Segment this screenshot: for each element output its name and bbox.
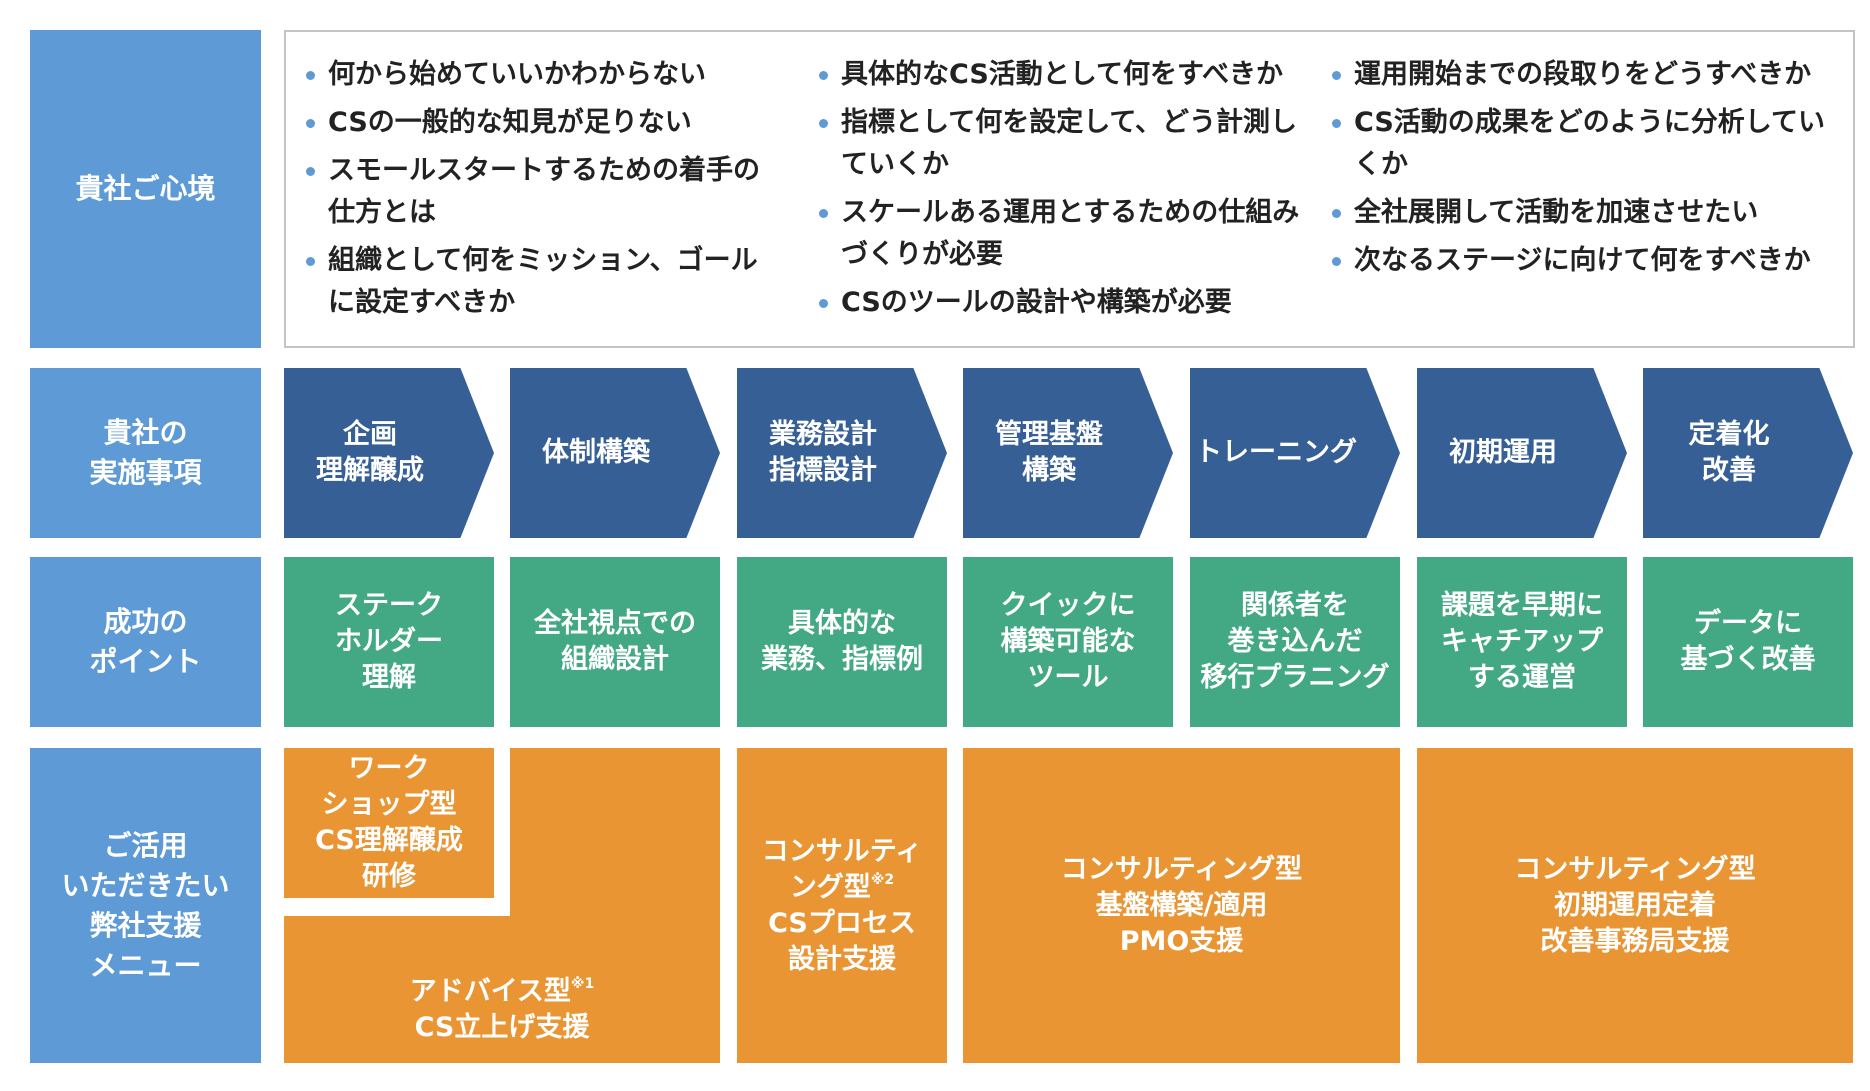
menu-advice-top-block: [510, 748, 720, 916]
concerns-column-1: 何から始めていいかわからない CSの一般的な知見が足りない スモールスタートする…: [306, 54, 776, 330]
concern-item: 具体的なCS活動として何をすべきか: [819, 54, 1309, 96]
step-arrow-improvement: 定着化 改善: [1643, 368, 1853, 538]
menu-consulting-operation: コンサルティング型 初期運用定着 改善事務局支援: [1417, 748, 1853, 1063]
concern-item: CSのツールの設計や構築が必要: [819, 282, 1309, 324]
bullet-icon: [819, 71, 828, 80]
concern-item: 次なるステージに向けて何をすべきか: [1332, 240, 1832, 282]
success-point-migration: 関係者を 巻き込んだ 移行プラニング: [1190, 557, 1400, 727]
concern-text: 次なるステージに向けて何をすべきか: [1354, 245, 1811, 276]
bullet-icon: [306, 167, 315, 176]
bullet-icon: [1332, 209, 1341, 218]
concern-text: 運用開始までの段取りをどうすべきか: [1354, 59, 1812, 90]
concern-item: スモールスタートするための着手の仕方とは: [306, 150, 776, 234]
row-label-concerns: 貴社ご心境: [30, 30, 261, 348]
concerns-column-3: 運用開始までの段取りをどうすべきか CS活動の成果をどのように分析していくか 全…: [1332, 54, 1832, 288]
concern-item: 全社展開して活動を加速させたい: [1332, 192, 1832, 234]
success-point-examples: 具体的な 業務、指標例: [737, 557, 947, 727]
success-point-stakeholder: ステーク ホルダー 理解: [284, 557, 494, 727]
concern-item: 組織として何をミッション、ゴールに設定すべきか: [306, 240, 776, 324]
bullet-icon: [819, 209, 828, 218]
bullet-icon: [1332, 257, 1341, 266]
concern-item: スケールある運用とするための仕組みづくりが必要: [819, 192, 1309, 276]
step-arrow-initial-operation: 初期運用: [1417, 368, 1627, 538]
concern-text: 全社展開して活動を加速させたい: [1354, 197, 1759, 228]
menu-workshop: ワーク ショップ型 CS理解醸成 研修: [284, 748, 494, 898]
bullet-icon: [306, 119, 315, 128]
bullet-icon: [819, 299, 828, 308]
concerns-box: 何から始めていいかわからない CSの一般的な知見が足りない スモールスタートする…: [284, 30, 1855, 348]
concern-text: 指標として何を設定して、どう計測していくか: [841, 107, 1298, 180]
step-arrow-organization: 体制構築: [510, 368, 720, 538]
concern-item: CS活動の成果をどのように分析していくか: [1332, 102, 1832, 186]
row-label-menu: ご活用 いただきたい 弊社支援 メニュー: [30, 748, 261, 1063]
footnote-1: ※1: [570, 975, 595, 992]
concern-text: 組織として何をミッション、ゴールに設定すべきか: [328, 245, 758, 318]
menu-advice: アドバイス型※1 CS立上げ支援: [284, 916, 720, 1063]
concern-item: 何から始めていいかわからない: [306, 54, 776, 96]
menu-consulting-process: コンサルティ ング型※2 CSプロセス 設計支援: [737, 748, 947, 1063]
bullet-icon: [306, 257, 315, 266]
menu-consulting-process-title: コンサルティ ング型※2: [761, 835, 923, 903]
step-arrow-platform: 管理基盤 構築: [963, 368, 1173, 538]
success-point-catchup: 課題を早期に キャチアップ する運営: [1417, 557, 1627, 727]
concerns-column-2: 具体的なCS活動として何をすべきか 指標として何を設定して、どう計測していくか …: [819, 54, 1309, 330]
concern-text: CS活動の成果をどのように分析していくか: [1354, 107, 1825, 180]
row-label-activities: 貴社の 実施事項: [30, 368, 261, 538]
step-arrow-training: トレーニング: [1190, 368, 1400, 538]
concern-text: スモールスタートするための着手の仕方とは: [328, 155, 760, 228]
menu-advice-subtitle: CS立上げ支援: [414, 1011, 590, 1043]
step-arrow-planning: 企画 理解醸成: [284, 368, 494, 538]
success-point-data: データに 基づく改善: [1643, 557, 1853, 727]
footnote-2: ※2: [870, 871, 895, 888]
bullet-icon: [1332, 71, 1341, 80]
menu-consulting-platform: コンサルティング型 基盤構築/適用 PMO支援: [963, 748, 1400, 1063]
bullet-icon: [306, 71, 315, 80]
concern-text: 具体的なCS活動として何をすべきか: [841, 59, 1284, 90]
success-point-org-design: 全社視点での 組織設計: [510, 557, 720, 727]
concern-item: 運用開始までの段取りをどうすべきか: [1332, 54, 1832, 96]
concern-text: CSのツールの設計や構築が必要: [841, 287, 1232, 318]
concern-item: CSの一般的な知見が足りない: [306, 102, 776, 144]
concern-text: スケールある運用とするための仕組みづくりが必要: [841, 197, 1300, 270]
bullet-icon: [819, 119, 828, 128]
menu-consulting-process-subtitle: CSプロセス 設計支援: [768, 907, 916, 975]
concern-item: 指標として何を設定して、どう計測していくか: [819, 102, 1309, 186]
step-arrow-business-design: 業務設計 指標設計: [737, 368, 947, 538]
row-label-success: 成功の ポイント: [30, 557, 261, 727]
concern-text: CSの一般的な知見が足りない: [328, 107, 692, 138]
menu-advice-title: アドバイス型※1: [409, 975, 595, 1007]
bullet-icon: [1332, 119, 1341, 128]
concern-text: 何から始めていいかわからない: [328, 59, 706, 90]
success-point-tools: クイックに 構築可能な ツール: [963, 557, 1173, 727]
